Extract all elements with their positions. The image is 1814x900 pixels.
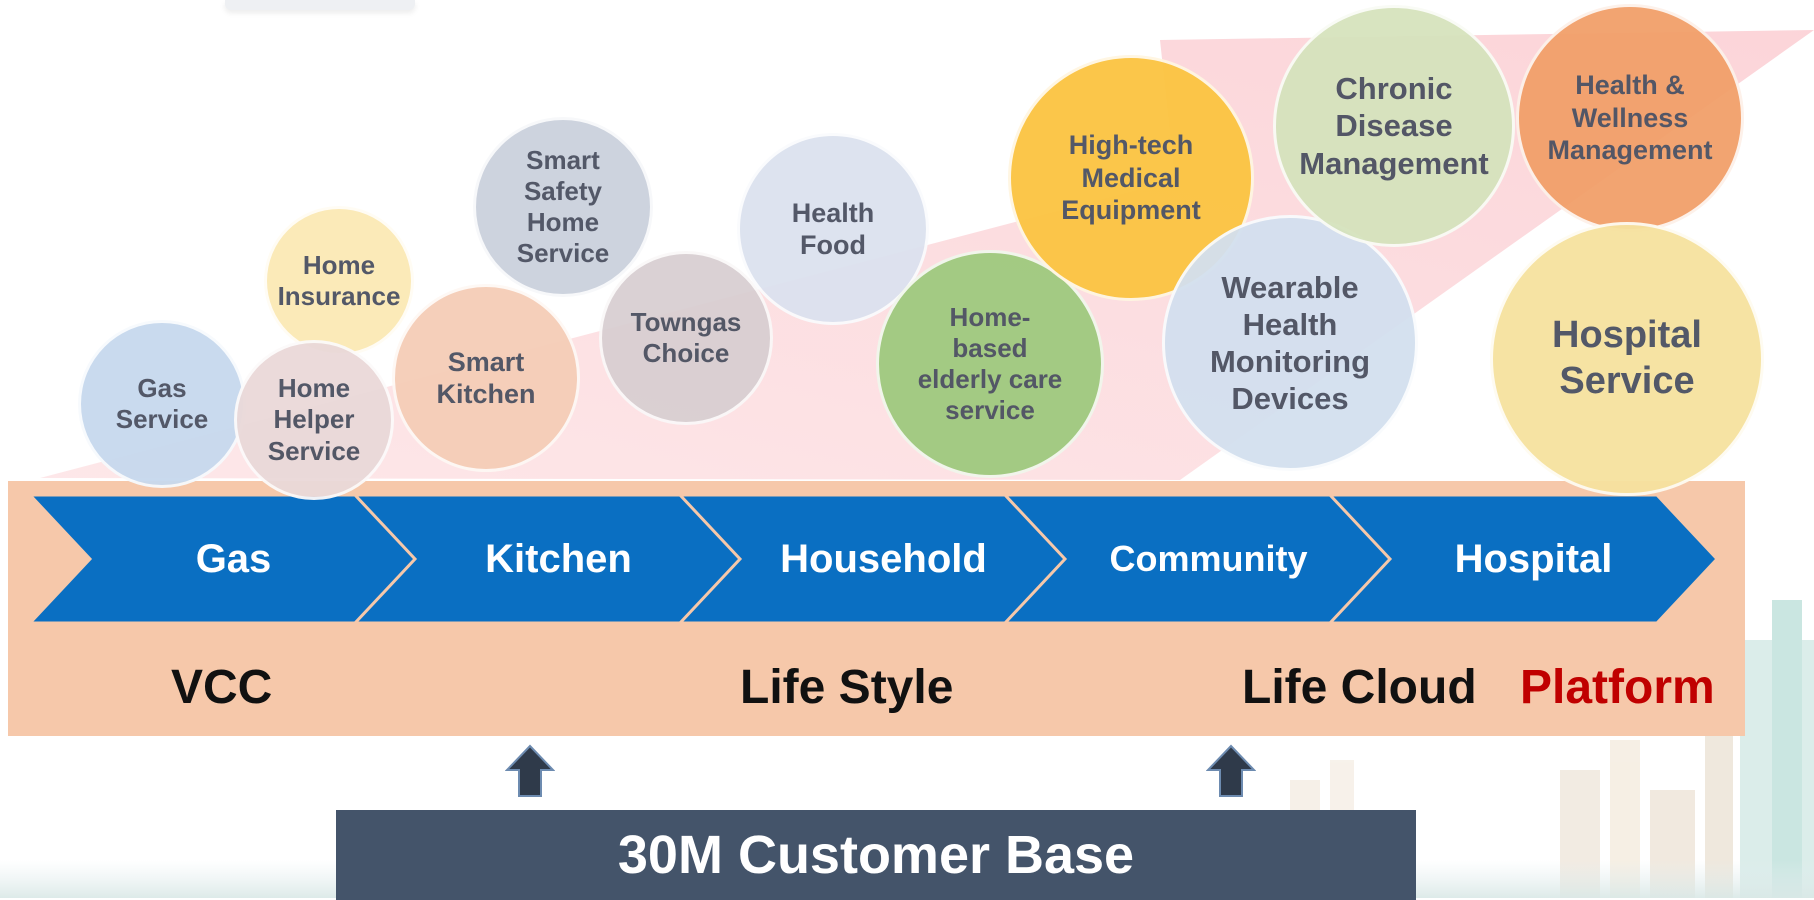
bubble-label: High-tech Medical Equipment	[1061, 130, 1201, 226]
bubble-label: Home- based elderly care service	[917, 301, 1063, 426]
bubble-label: Wearable Health Monitoring Devices	[1209, 269, 1371, 417]
chevron-gas	[30, 495, 420, 623]
bubble-label: Health Food	[791, 197, 875, 260]
life-style-label: Life Style	[740, 661, 954, 714]
bubble-label: Home Insurance	[277, 249, 401, 311]
bubble-label: Home Helper Service	[267, 373, 361, 466]
bubble-label: Chronic Disease Management	[1299, 71, 1489, 181]
bubble-home-based-elderly-care-service: Home- based elderly care service	[876, 250, 1104, 478]
bubble-label: Towngas Choice	[630, 306, 742, 368]
bubble-health-food: Health Food	[737, 133, 929, 325]
bubble-health-wellness-management: Health & Wellness Management	[1516, 4, 1744, 232]
up-arrow-icon	[1206, 744, 1256, 797]
customer-base-box: 30M Customer Base	[336, 810, 1416, 900]
chevron-label-gas: Gas	[195, 536, 272, 581]
bubble-wearable-health-monitoring-devices: Wearable Health Monitoring Devices	[1162, 215, 1418, 471]
bubble-label: Gas Service	[115, 372, 209, 434]
chevron-label-hospital: Hospital	[1454, 536, 1613, 581]
bubble-hospital-service: Hospital Service	[1490, 222, 1764, 496]
chevron-kitchen	[352, 495, 745, 623]
chevron-label-household: Household	[780, 536, 987, 581]
up-arrow-icon	[505, 744, 555, 797]
bubble-label: Smart Safety Home Service	[516, 144, 610, 269]
platform-label: Platform	[1520, 661, 1715, 714]
bubble-smart-safety-home-service: Smart Safety Home Service	[473, 117, 653, 297]
bubble-label: Health & Wellness Management	[1547, 70, 1713, 166]
chevron-label-community: Community	[1109, 538, 1308, 579]
bubble-label: Hospital Service	[1552, 314, 1702, 402]
bubble-home-helper-service: Home Helper Service	[234, 340, 394, 500]
chevron-hospital	[1327, 495, 1720, 623]
chevron-community	[1002, 495, 1395, 623]
chevron-label-kitchen: Kitchen	[485, 536, 632, 581]
vcc-label: VCC	[171, 661, 273, 714]
life-cloud-label: Life Cloud	[1242, 661, 1477, 714]
chevron-household	[677, 495, 1070, 623]
bubble-chronic-disease-management: Chronic Disease Management	[1273, 5, 1515, 247]
bubble-towngas-choice: Towngas Choice	[599, 251, 773, 425]
bubble-home-insurance: Home Insurance	[264, 206, 414, 356]
chevron-row	[30, 495, 1720, 623]
top-tab-shadow	[225, 0, 415, 10]
bubble-label: Smart Kitchen	[436, 346, 536, 409]
bubble-gas-service: Gas Service	[78, 320, 246, 488]
bubble-smart-kitchen: Smart Kitchen	[392, 284, 580, 472]
